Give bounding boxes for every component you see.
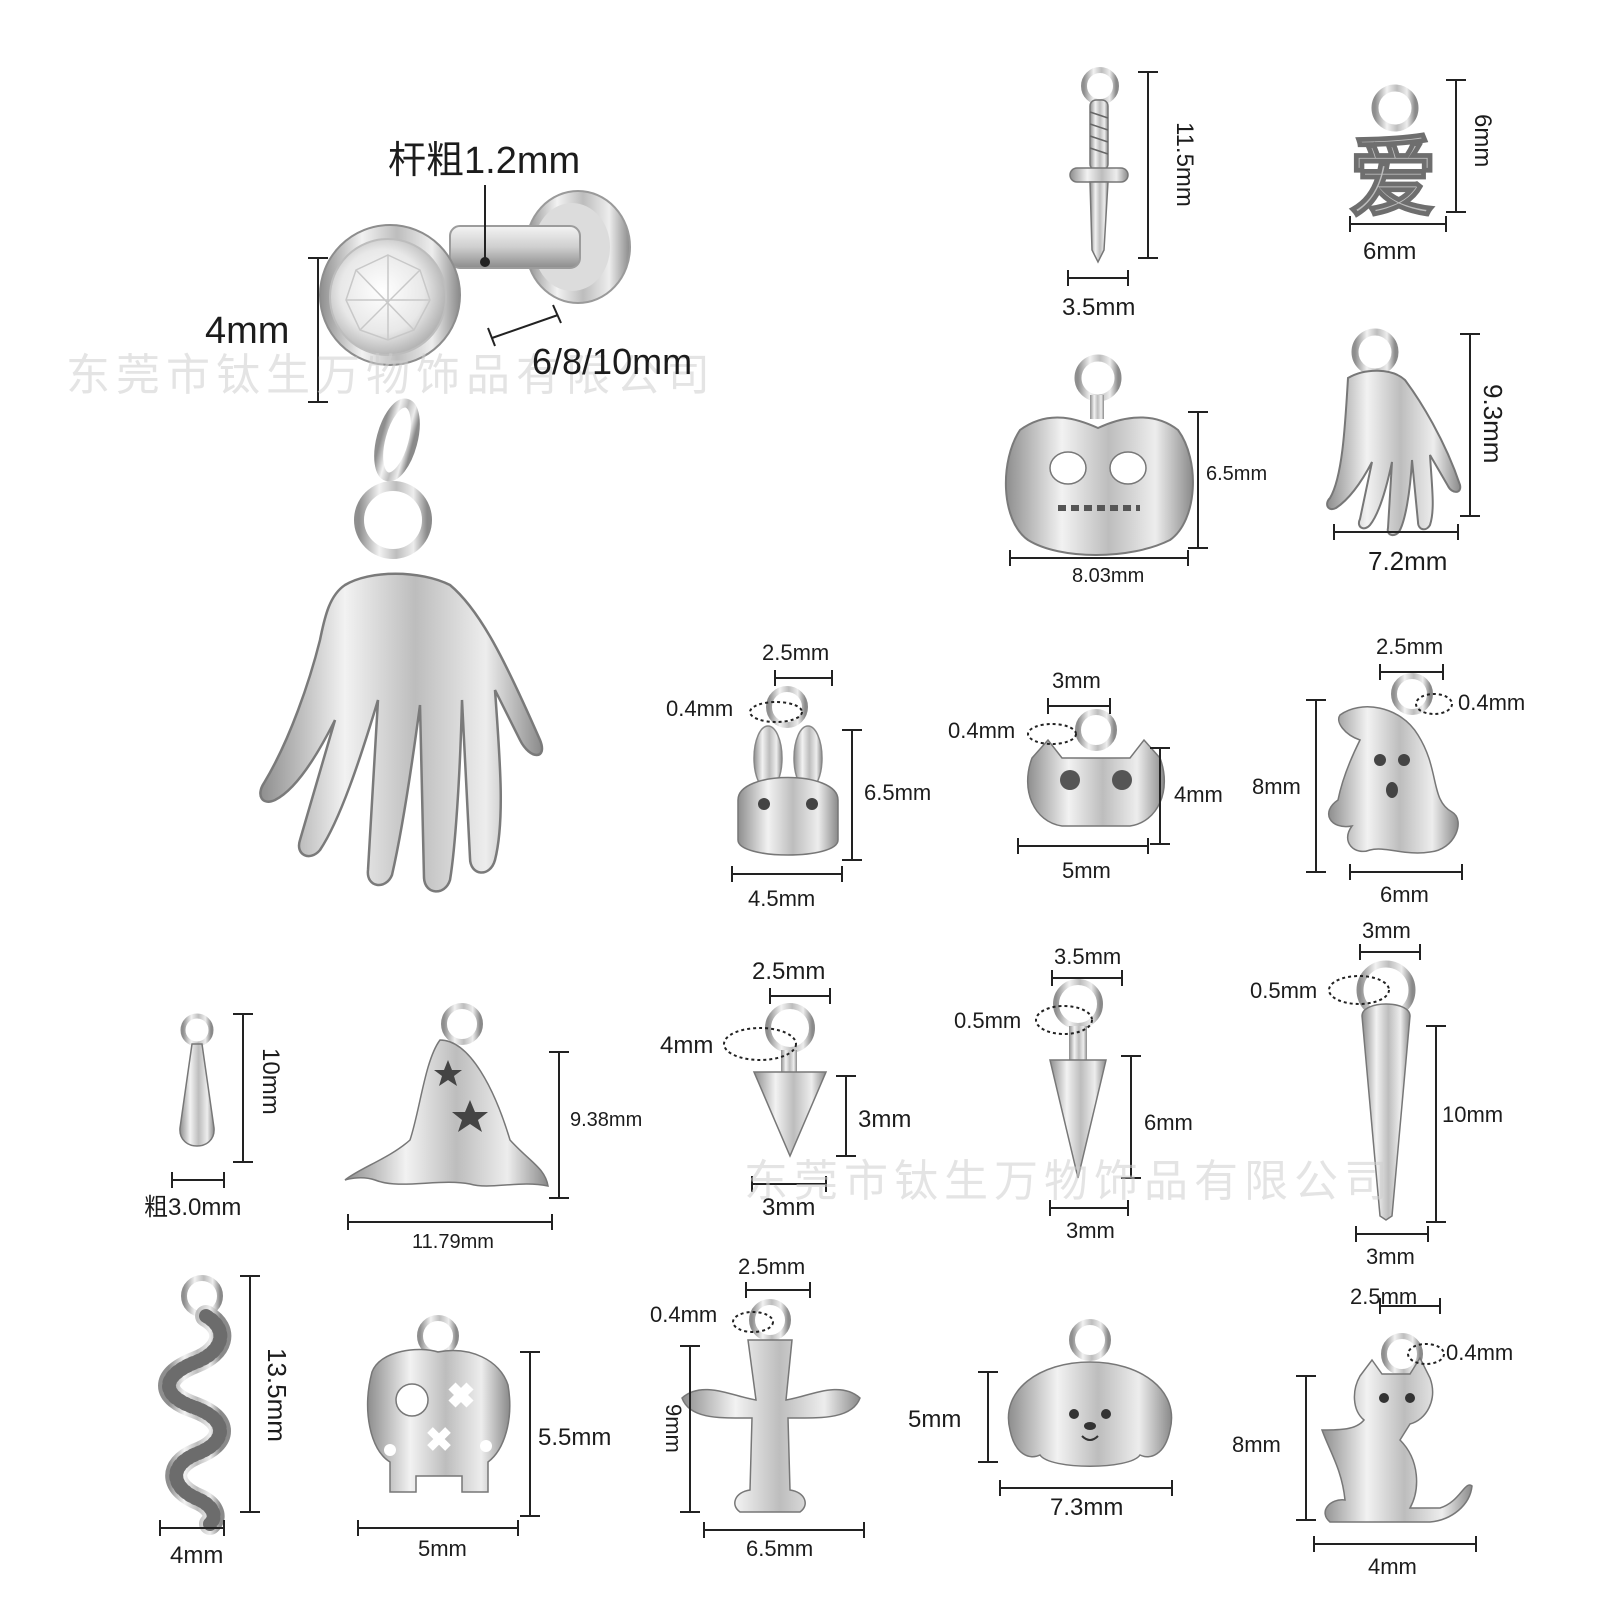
dimension-label: 6mm (1363, 238, 1417, 265)
dimension-label: 2.5mm (738, 1254, 806, 1279)
dagger-dimensions (1067, 71, 1158, 286)
dimension-label: 2.5mm (752, 958, 826, 985)
witch-hat-dimensions (347, 1051, 569, 1230)
dimension-label: 0.5mm (954, 1008, 1022, 1033)
dimension-label: 6mm (1380, 882, 1429, 907)
small-spike-dimensions (723, 988, 856, 1192)
dimension-label: 10mm (1442, 1102, 1504, 1127)
watermark: 东莞市钛生万物饰品有限公司 (66, 350, 716, 401)
dimension-label: 4mm (170, 1542, 224, 1569)
dimension-label: 3mm (1366, 1244, 1415, 1269)
love-dimensions (1349, 79, 1466, 232)
dimension-label: 5mm (1062, 858, 1111, 883)
witch-hat-illustration (344, 1003, 549, 1187)
teardrop-dimensions (171, 1013, 253, 1188)
dimension-label: 4mm (1368, 1554, 1417, 1579)
skull-dimensions (357, 1351, 540, 1536)
snake-illustration (158, 1275, 232, 1535)
teardrop-illustration (179, 1013, 215, 1147)
dimension-label: 8mm (1252, 774, 1301, 799)
dimension-label: 4.5mm (748, 886, 816, 911)
dimension-label: 6.5mm (746, 1536, 814, 1561)
bunny-illustration (737, 686, 839, 856)
cat-illustration (1320, 1333, 1473, 1523)
medium-spike-illustration (1049, 979, 1107, 1179)
long-spike-illustration (1356, 960, 1416, 1221)
dimension-label: 9.38mm (570, 1109, 643, 1131)
love-character-illustration: 爱 (1348, 84, 1438, 230)
dimension-label: 3mm (1066, 1218, 1115, 1243)
hand-dimensions (1333, 333, 1480, 540)
dimension-label: 8mm (1232, 1432, 1281, 1457)
dimension-label: 0.4mm (666, 696, 734, 721)
main-earring-illustration (259, 190, 631, 893)
dimension-label: 8.03mm (1072, 565, 1145, 587)
dimension-label: 5.5mm (538, 1424, 612, 1451)
dimension-label: 2.5mm (762, 640, 830, 665)
skull-illustration (366, 1315, 511, 1493)
cat-face-dimensions (1017, 698, 1170, 854)
dimension-label: 2.5mm (1350, 1284, 1418, 1309)
dimension-label: 粗3.0mm (144, 1194, 242, 1221)
shaft-thickness-label: 杆粗1.2mm (388, 140, 581, 182)
watermark: 东莞市钛生万物饰品有限公司 (744, 1156, 1394, 1207)
long-spike-dimensions (1328, 944, 1446, 1242)
bar-length-label: 6/8/10mm (532, 341, 693, 382)
dimension-label: 0.4mm (650, 1302, 718, 1327)
dimension-label: 5mm (908, 1406, 962, 1433)
dimension-label: 3mm (762, 1194, 816, 1221)
dimension-label: 7.2mm (1368, 546, 1448, 576)
svg-text:爱: 爱 (1349, 126, 1437, 229)
snake-dimensions (159, 1275, 260, 1536)
small-spike-illustration (752, 1003, 828, 1158)
dimension-label: 2.5mm (1376, 634, 1444, 659)
dimension-label: 3.5mm (1062, 294, 1136, 321)
dimension-label: 11.5mm (1171, 122, 1198, 207)
pumpkin-illustration (1004, 354, 1194, 556)
dagger-illustration (1069, 67, 1129, 264)
dimension-label: 0.4mm (948, 718, 1016, 743)
skeleton-hand-illustration (1326, 328, 1462, 536)
dimension-label: 7.3mm (1050, 1494, 1124, 1521)
dimension-label: 0.4mm (1446, 1340, 1514, 1365)
dimension-label: 3mm (858, 1106, 912, 1133)
dimension-label: 6mm (1469, 114, 1496, 168)
dimension-label: 4mm (660, 1032, 714, 1059)
dimension-label: 6.5mm (864, 780, 932, 805)
dimension-label: 3.5mm (1054, 944, 1122, 969)
puppy-dimensions (978, 1371, 1173, 1496)
dimension-label: 9.3mm (1478, 384, 1508, 464)
dimension-label: 13.5mm (262, 1348, 292, 1442)
dimension-label: 3mm (1052, 668, 1101, 693)
dimension-label: 9mm (661, 1404, 686, 1453)
dimension-label: 6mm (1144, 1110, 1193, 1135)
dimension-label: 3mm (1362, 918, 1411, 943)
dimension-label: 11.79mm (412, 1231, 494, 1253)
cross-dimensions (680, 1282, 865, 1538)
dimension-label: 10mm (257, 1048, 284, 1115)
cross-illustration (681, 1299, 861, 1513)
ghost-dimensions (1306, 664, 1463, 880)
dimension-label: 0.5mm (1250, 978, 1318, 1003)
cat-face-illustration (1027, 709, 1165, 827)
dimension-label: 5mm (418, 1536, 467, 1561)
main-earring-dimensions (308, 185, 562, 403)
puppy-illustration (1007, 1319, 1173, 1467)
pumpkin-dimensions (1009, 411, 1208, 566)
head-size-label: 4mm (205, 310, 290, 352)
ghost-illustration (1327, 673, 1459, 854)
dimension-label: 6.5mm (1206, 463, 1268, 485)
dimension-label: 0.4mm (1458, 690, 1526, 715)
cat-dimensions (1296, 1298, 1477, 1552)
dimension-label: 4mm (1174, 782, 1223, 807)
medium-spike-dimensions (1035, 970, 1141, 1216)
bunny-dimensions (731, 670, 862, 882)
